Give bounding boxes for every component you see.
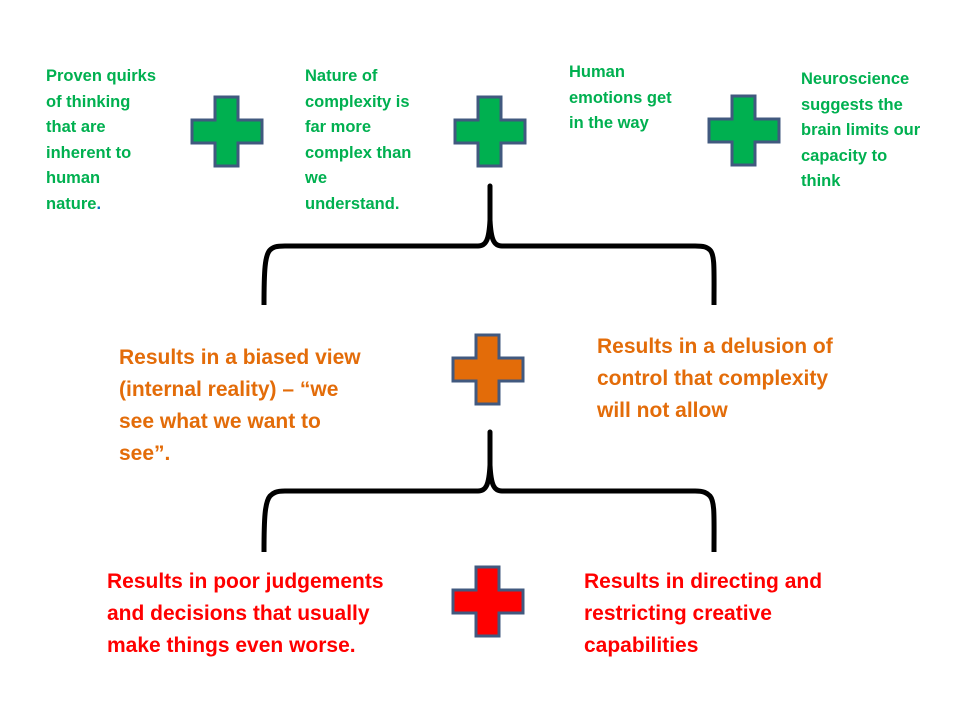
result-text-delusion-of-control: Results in a delusion of control that co…: [597, 335, 833, 422]
result-text-biased-view: Results in a biased view (internal reali…: [119, 346, 361, 465]
factor-text-emotions: Human emotions get in the way: [569, 63, 672, 133]
factor-text-quirks-period: .: [96, 194, 102, 213]
factor-text-quirks-body: Proven quirks of thinking that are inher…: [46, 67, 157, 213]
plus-icon: [451, 333, 525, 406]
plus-icon: [190, 95, 264, 168]
result-text-restricting-creativity: Results in directing and restricting cre…: [584, 570, 823, 657]
factor-text-quirks: Proven quirks of thinking that are inher…: [46, 64, 156, 218]
curly-brace-icon: [261, 183, 717, 306]
plus-icon: [451, 565, 525, 638]
result-text-poor-judgements: Results in poor judgements and decisions…: [107, 570, 384, 657]
factor-text-neuroscience: Neuroscience suggests the brain limits o…: [801, 70, 921, 191]
plus-icon: [707, 94, 781, 167]
factor-text-complexity: Nature of complexity is far more complex…: [305, 67, 412, 213]
plus-icon: [453, 95, 527, 168]
curly-brace-icon: [261, 429, 717, 553]
